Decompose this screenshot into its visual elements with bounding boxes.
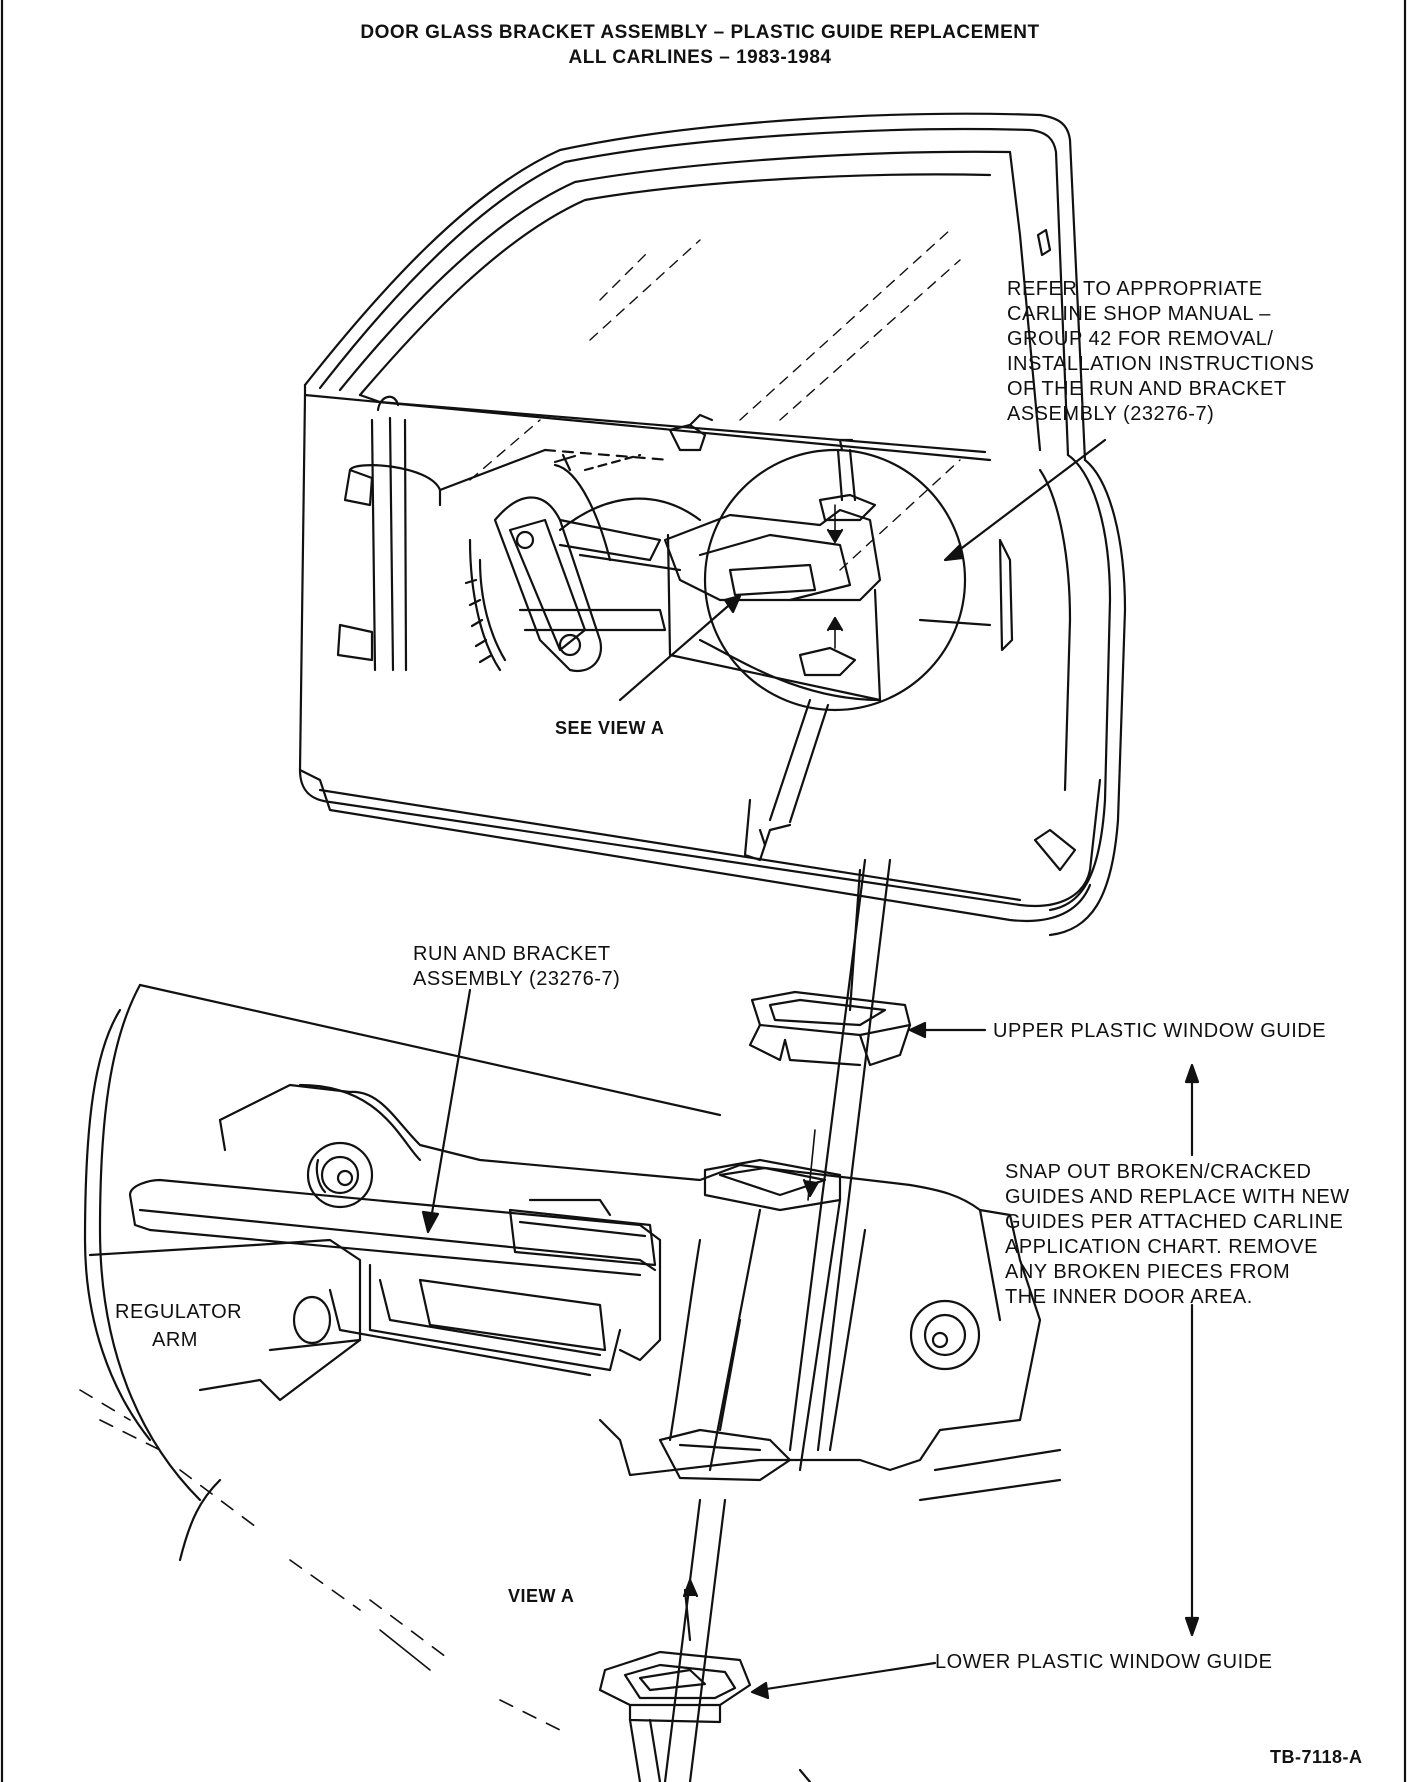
- leader-lines: [90, 440, 1198, 1698]
- see-view-leader: [620, 600, 735, 700]
- view-a-door-panel: [80, 985, 1060, 1782]
- detail-circle: [665, 440, 990, 710]
- view-a-label: VIEW A: [508, 1586, 575, 1606]
- title-line-2: ALL CARLINES – 1983-1984: [568, 47, 832, 68]
- run-bracket-label-line-1: RUN AND BRACKET: [413, 943, 611, 965]
- upper-plastic-guide: [750, 992, 910, 1065]
- glass-run-rod-upper: [745, 700, 828, 860]
- snap-out-note-line-5: ANY BROKEN PIECES FROM: [1005, 1261, 1291, 1283]
- snap-out-note-line-2: GUIDES AND REPLACE WITH NEW: [1005, 1186, 1350, 1208]
- run-and-bracket-assembly: [130, 1085, 1040, 1560]
- window-regulator: [440, 450, 700, 671]
- refer-leader: [950, 440, 1105, 557]
- upper-guide-label: UPPER PLASTIC WINDOW GUIDE: [993, 1020, 1327, 1042]
- figure-number: TB-7118-A: [1270, 1747, 1363, 1767]
- lower-guide-label: LOWER PLASTIC WINDOW GUIDE: [935, 1651, 1273, 1673]
- snap-out-note-line-1: SNAP OUT BROKEN/CRACKED: [1005, 1161, 1312, 1183]
- refer-note-line-6: ASSEMBLY (23276-7): [1007, 403, 1215, 425]
- regulator-arm-label-line-2: ARM: [152, 1329, 198, 1351]
- title-line-1: DOOR GLASS BRACKET ASSEMBLY – PLASTIC GU…: [360, 22, 1040, 43]
- rear-window-channel: [338, 397, 440, 670]
- run-bracket-label-line-2: ASSEMBLY (23276-7): [413, 968, 621, 990]
- refer-note-line-2: CARLINE SHOP MANUAL –: [1007, 303, 1271, 325]
- refer-note-line-4: INSTALLATION INSTRUCTIONS: [1007, 353, 1315, 375]
- snap-out-note-line-4: APPLICATION CHART. REMOVE: [1005, 1236, 1318, 1258]
- regulator-arm-label-line-1: REGULATOR: [115, 1301, 243, 1323]
- screw-and-clip: [555, 415, 712, 470]
- refer-note-line-3: GROUP 42 FOR REMOVAL/: [1007, 328, 1274, 350]
- run-bracket-leader: [430, 990, 470, 1225]
- lower-plastic-guide: [600, 1652, 750, 1722]
- see-view-a-label: SEE VIEW A: [555, 718, 665, 738]
- regulator-leader: [90, 1245, 255, 1255]
- snap-out-note-line-6: THE INNER DOOR AREA.: [1005, 1286, 1253, 1308]
- glass-run-rod-view-a: [630, 860, 890, 1782]
- refer-note-line-5: OF THE RUN AND BRACKET: [1007, 378, 1287, 400]
- door-window-frame: [305, 114, 1085, 460]
- glass-reflections: [470, 230, 960, 570]
- refer-note-line-1: REFER TO APPROPRIATE: [1007, 278, 1263, 300]
- lower-guide-leader: [760, 1663, 935, 1690]
- snap-out-note-line-3: GUIDES PER ATTACHED CARLINE: [1005, 1211, 1344, 1233]
